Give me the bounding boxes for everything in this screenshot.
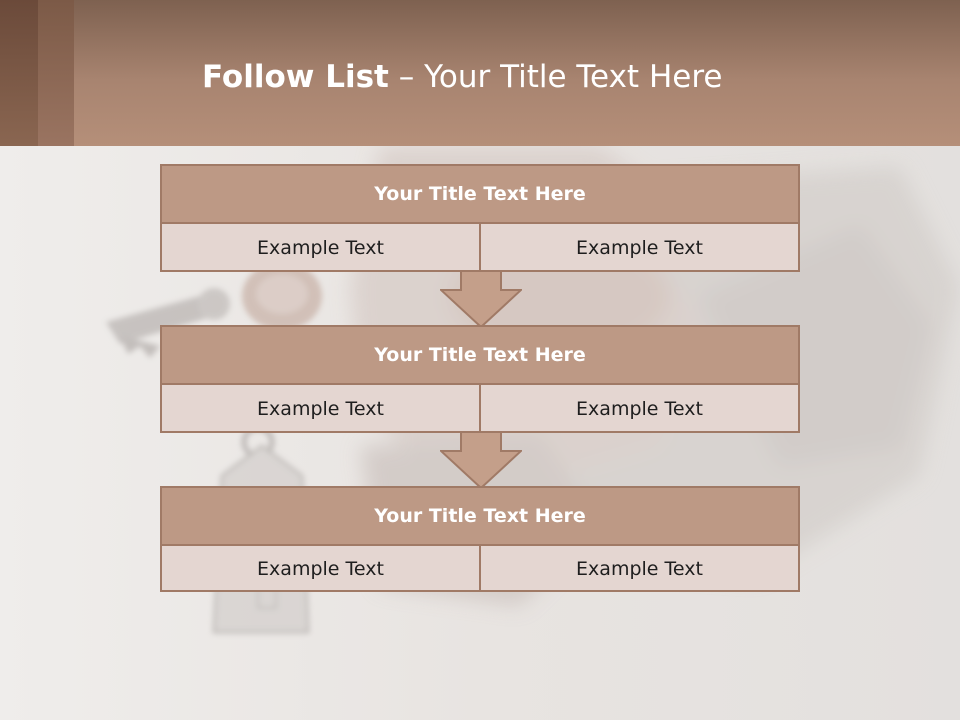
box-row: Example Text Example Text	[162, 224, 798, 272]
box-title: Your Title Text Here	[162, 488, 798, 546]
box-cell-left: Example Text	[257, 237, 384, 259]
down-arrow-icon	[440, 270, 522, 328]
header-band	[0, 0, 960, 146]
box-cell-right: Example Text	[479, 546, 798, 592]
slide-title-rest: – Your Title Text Here	[388, 59, 723, 95]
box-cell-left: Example Text	[257, 398, 384, 420]
box-cell-right: Example Text	[479, 385, 798, 433]
box-title: Your Title Text Here	[162, 327, 798, 385]
list-box-2: Your Title Text Here Example Text Exampl…	[160, 325, 800, 433]
header-accent-dark	[0, 0, 38, 146]
box-title: Your Title Text Here	[162, 166, 798, 224]
slide-title: Follow List – Your Title Text Here	[202, 52, 902, 102]
list-box-3: Your Title Text Here Example Text Exampl…	[160, 486, 800, 592]
box-row: Example Text Example Text	[162, 546, 798, 592]
header-accent-mid	[38, 0, 74, 146]
slide-title-bold: Follow List	[202, 59, 389, 95]
down-arrow-icon	[440, 431, 522, 489]
box-cell-left: Example Text	[257, 558, 384, 580]
box-row: Example Text Example Text	[162, 385, 798, 433]
box-cell-right: Example Text	[479, 224, 798, 272]
list-box-1: Your Title Text Here Example Text Exampl…	[160, 164, 800, 272]
